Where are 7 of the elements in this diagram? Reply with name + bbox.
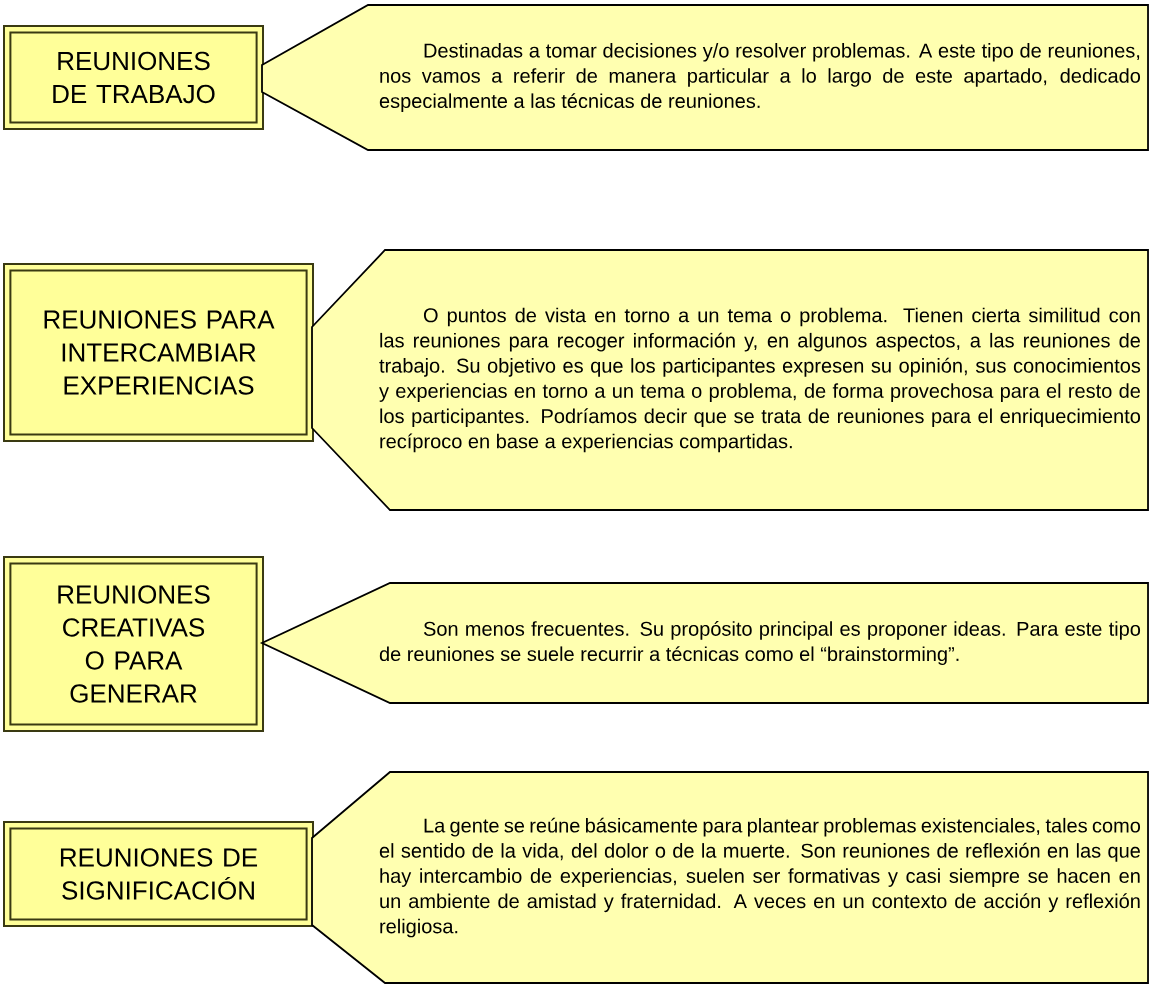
callout-box: O puntos de vista en torno a un tema o problema. Tienen cierta similitud con las reuniones para recoger información y, en algunos aspectos, a las reuniones de trabajo. Su objetivo es que los participantes expresen su opinión, sus conocimientos y experiencias en torno a un tema o problema, de forma provechosa para el resto de los participantes. Podríamos decir que se trata de reuniones para el enriquecimiento recíproco en base a experiencias compartidas. <box>311 249 1149 511</box>
title-box: REUNIONES PARA INTERCAMBIAR EXPERIENCIAS <box>3 263 314 442</box>
callout-box: La gente se reúne básicamente para plantear problemas existenciales, tales como el sentido de la vida, del dolor o de la muerte. Son reuniones de reflexión en las que hay intercambio de experiencias, suelen ser formativas y casi siempre se hacen en un ambiente de amistad y fraternidad. A veces en un contexto de acción y reflexión religiosa. <box>311 771 1149 984</box>
callout-box: Destinadas a tomar decisiones y/o resolver problemas. A este tipo de reuniones, nos vamos a referir de manera particular a lo largo de este apartado, dedicado especialmente a las técnicas de reuniones. <box>261 4 1149 151</box>
title-box: REUNIONES DE TRABAJO <box>3 25 264 130</box>
title-box: REUNIONES CREATIVAS O PARA GENERAR <box>3 556 264 732</box>
title-box: REUNIONES DE SIGNIFICACIÓN <box>3 821 314 927</box>
